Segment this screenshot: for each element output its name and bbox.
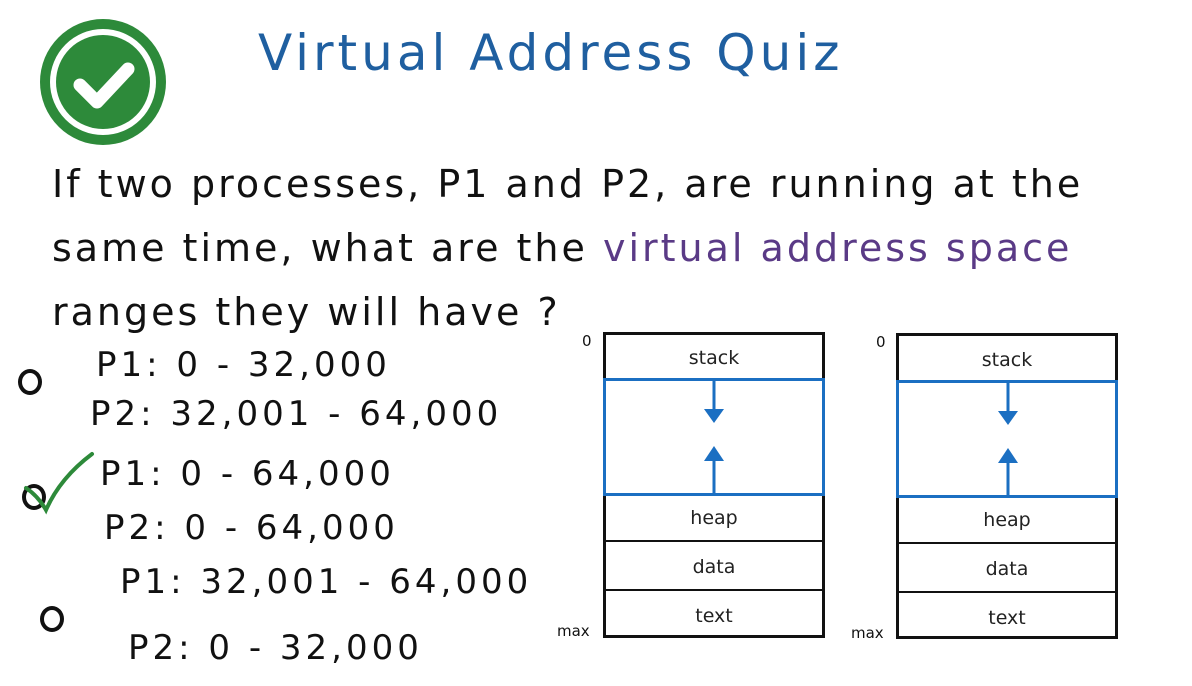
option-2-p1: P1: 0 - 64,000: [100, 454, 395, 494]
data-segment: data: [692, 556, 736, 578]
free-space: [896, 380, 1118, 498]
diagram-2-bottom-label: max: [851, 624, 884, 642]
free-space: [603, 378, 825, 496]
question-text: If two processes, P1 and P2, are running…: [52, 152, 1083, 344]
option-1-radio[interactable]: [18, 369, 42, 395]
option-3-p1: P1: 32,001 - 64,000: [120, 562, 533, 602]
heap-segment: heap: [983, 509, 1031, 531]
option-1-p2: P2: 32,001 - 64,000: [90, 394, 503, 434]
option-1-p1: P1: 0 - 32,000: [96, 345, 391, 385]
text-segment: text: [988, 607, 1026, 629]
option-2-radio[interactable]: [22, 484, 46, 510]
diagram-1-bottom-label: max: [557, 622, 590, 640]
check-circle-icon: [40, 19, 166, 145]
diagram-1-address-space: stack heap data text: [603, 332, 825, 638]
text-segment: text: [695, 605, 733, 627]
stack-segment: stack: [981, 349, 1033, 371]
check-mark-icon: [24, 452, 94, 515]
stack-segment: stack: [688, 347, 740, 369]
diagram-2-address-space: stack heap data text: [896, 333, 1118, 639]
option-2-p2: P2: 0 - 64,000: [104, 508, 399, 548]
heap-segment: heap: [690, 507, 738, 529]
arrow-down-icon: [998, 411, 1018, 425]
question-highlight: virtual address space: [602, 226, 1073, 270]
diagram-1-top-label: 0: [582, 332, 592, 350]
question-line-3: ranges they will have ?: [52, 290, 561, 334]
arrow-up-icon: [998, 448, 1018, 463]
arrow-down-icon: [704, 409, 724, 423]
option-3-p2: P2: 0 - 32,000: [128, 628, 423, 668]
arrow-up-icon: [704, 446, 724, 461]
option-3-radio[interactable]: [40, 606, 64, 632]
diagram-2-top-label: 0: [876, 333, 886, 351]
question-line-2: same time, what are the virtual address …: [52, 226, 1073, 270]
question-line-1: If two processes, P1 and P2, are running…: [52, 162, 1084, 206]
data-segment: data: [985, 558, 1029, 580]
page-title: Virtual Address Quiz: [258, 24, 844, 82]
